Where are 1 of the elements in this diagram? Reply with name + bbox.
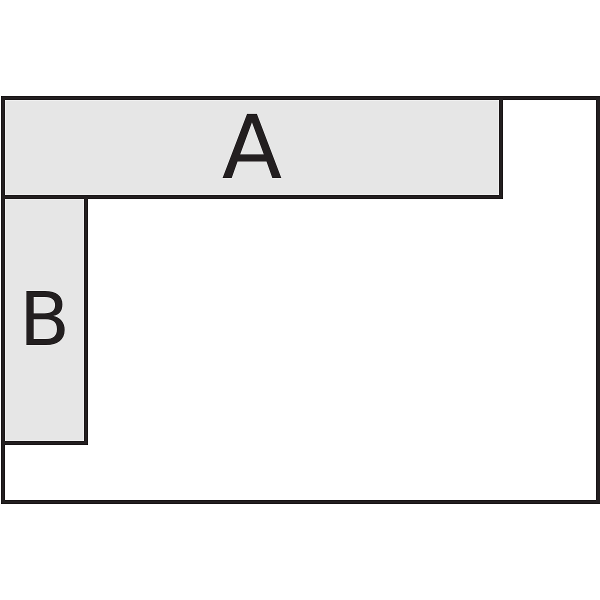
outer-frame [1,96,600,504]
